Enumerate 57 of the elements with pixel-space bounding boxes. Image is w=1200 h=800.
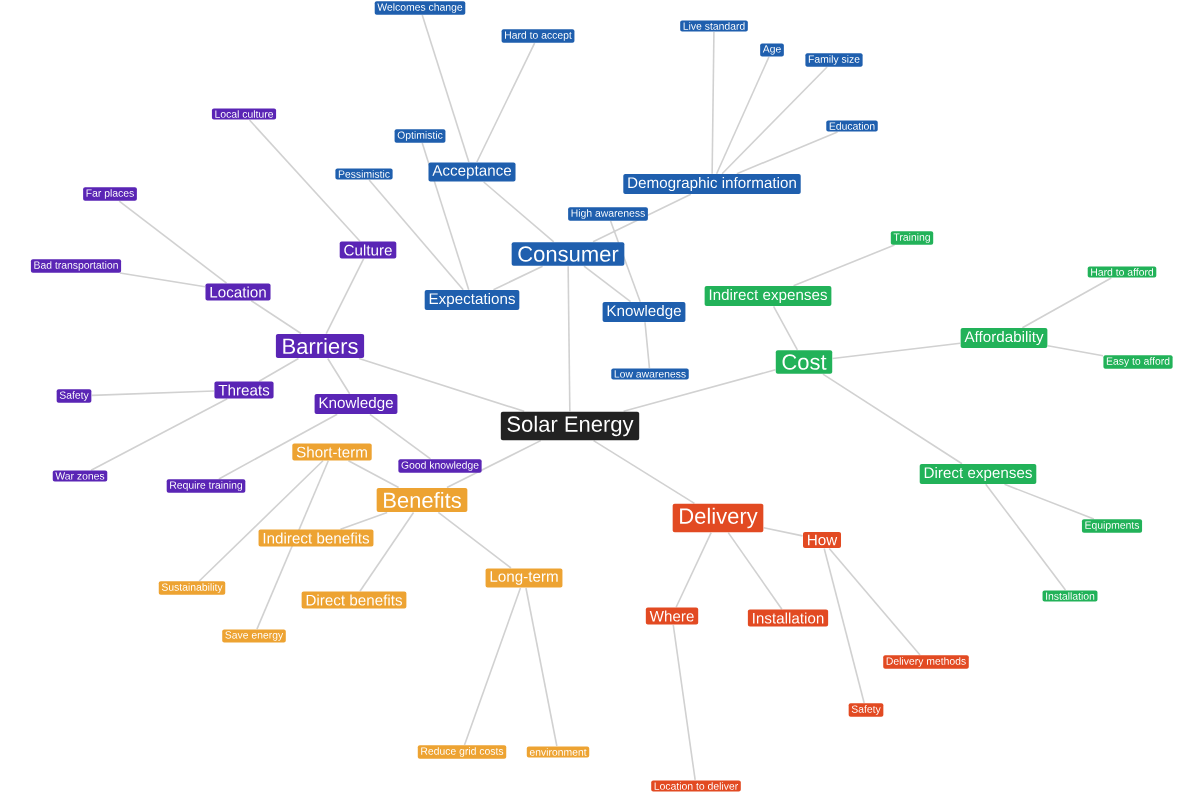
connector-line [198, 459, 324, 582]
connector-line [492, 265, 544, 291]
connector-line [248, 119, 361, 242]
connector-line [358, 357, 525, 413]
connector-line [1003, 483, 1095, 520]
connector-line [463, 587, 522, 746]
connector-line [1047, 345, 1104, 357]
topic-box: Consumer [511, 242, 625, 266]
connector-line [828, 547, 921, 656]
connector-line [831, 342, 962, 360]
connector-line [325, 257, 365, 335]
connector-line [256, 459, 330, 630]
connector-line [984, 483, 1067, 591]
topic-box: Cost [775, 350, 833, 374]
connector-line [525, 587, 558, 747]
connector-line [822, 373, 963, 465]
connector-line [711, 31, 715, 175]
connector-line [369, 413, 432, 460]
topic-box: Delivery [672, 503, 764, 533]
connector-line [437, 511, 512, 569]
connector-line [772, 305, 799, 351]
connector-line [359, 511, 415, 592]
topic-box: Barriers [275, 333, 365, 359]
connector-line [368, 179, 464, 291]
connector-line [339, 511, 388, 530]
connector-line [1021, 277, 1113, 329]
connector-line [792, 244, 896, 287]
connector-line [762, 526, 804, 537]
connector-line [592, 193, 692, 243]
connector-line [721, 66, 828, 175]
connector-line [644, 321, 651, 369]
connector-line [446, 439, 542, 489]
connector-line [90, 397, 229, 471]
connector-line [622, 369, 777, 413]
connector-line [258, 357, 300, 383]
topic-box: Benefits [376, 487, 468, 513]
connector-line [326, 357, 351, 395]
connector-line [727, 531, 783, 610]
connector-line [119, 272, 206, 288]
connector-line [90, 390, 215, 397]
connector-line [675, 531, 712, 608]
connector-line [347, 459, 400, 489]
connector-line [482, 181, 555, 243]
connector-line [823, 547, 865, 704]
connector-line [592, 439, 696, 505]
connector-line [218, 413, 338, 480]
connector-line [250, 299, 302, 335]
connector-line [476, 42, 536, 163]
connector-line [583, 265, 632, 303]
connector-line [118, 200, 228, 285]
connector-line [421, 142, 470, 291]
connector-line [421, 14, 470, 163]
connector-line [672, 624, 696, 781]
connector-line [715, 56, 770, 175]
topic-box: Solar Energy [500, 411, 640, 441]
connector-line [736, 131, 839, 175]
connector-line [567, 265, 571, 413]
